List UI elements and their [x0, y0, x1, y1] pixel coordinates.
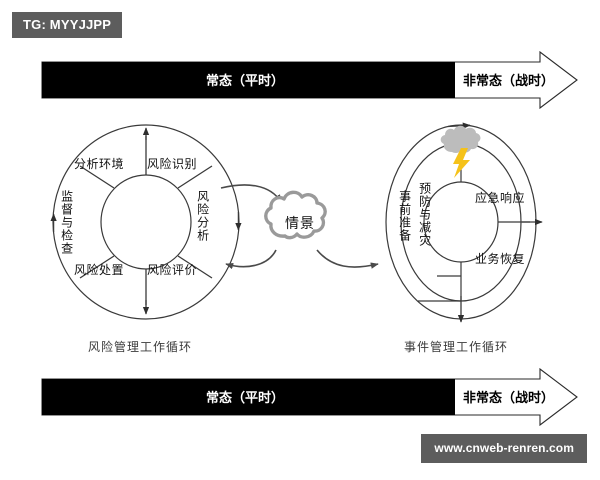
segment-business-recovery: 业务恢复	[475, 252, 526, 266]
segment-risk-identification: 风险识别	[147, 157, 198, 171]
bottom-banner-arrow	[41, 367, 578, 427]
bottom-banner-normal-label: 常态（平时）	[206, 390, 285, 405]
segment-risk-evaluation: 风险评价	[147, 263, 198, 277]
telegram-watermark-badge: TG: MYYJJPP	[12, 12, 123, 38]
right-cycle-caption: 事件管理工作循环	[404, 340, 509, 354]
bottom-banner-abnormal-label: 非常态（战时）	[463, 390, 555, 405]
site-watermark-badge: www.cnweb-renren.com	[421, 434, 587, 463]
top-banner-abnormal-label: 非常态（战时）	[463, 73, 555, 88]
segment-prevention-mitigation: 预防与减灾	[417, 182, 432, 247]
segment-pre-event-preparation: 事前准备	[397, 190, 412, 242]
segment-supervision-inspection: 监督与检查	[59, 190, 74, 255]
segment-risk-analysis: 风险分析	[195, 190, 210, 242]
top-banner-arrow	[41, 50, 578, 110]
left-cycle-graphic	[50, 124, 242, 320]
segment-emergency-response: 应急响应	[475, 191, 526, 205]
top-banner-normal-label: 常态（平时）	[206, 73, 285, 88]
scenario-label: 情景	[285, 217, 315, 232]
segment-risk-disposal: 风险处置	[74, 263, 125, 277]
scenario-cloud-shape	[264, 190, 327, 240]
left-cycle-caption: 风险管理工作循环	[88, 340, 193, 354]
storm-cloud-lightning-icon	[440, 125, 481, 178]
segment-analyze-environment: 分析环境	[74, 157, 125, 171]
